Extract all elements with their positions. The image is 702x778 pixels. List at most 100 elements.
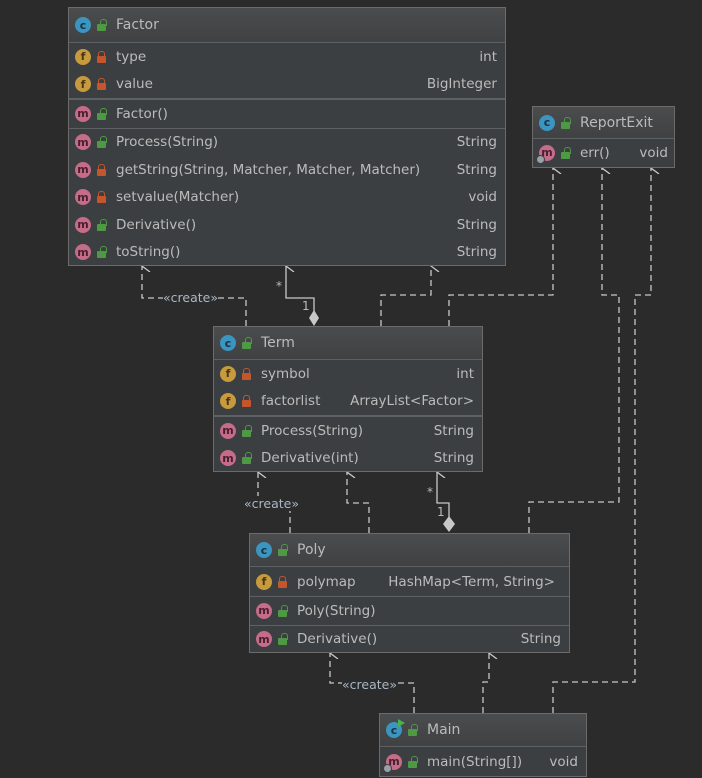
method-row[interactable]: m Process(String) String — [69, 129, 505, 157]
method-icon: m — [75, 216, 91, 233]
field-type: BigInteger — [426, 76, 497, 93]
class-header: c ReportExit — [533, 107, 674, 139]
method-row[interactable]: m Derivative(int) String — [214, 445, 482, 473]
edge-term-factor-dependency — [380, 266, 431, 326]
private-lock-icon — [242, 367, 251, 380]
private-lock-icon — [242, 395, 251, 408]
create-label-poly-term: «create» — [244, 496, 299, 511]
method-row[interactable]: m getString(String, Matcher, Matcher, Ma… — [69, 156, 505, 184]
method-return-type: String — [433, 422, 474, 439]
method-row[interactable]: m err() void — [533, 139, 674, 167]
class-icon: c — [256, 542, 272, 558]
class-name: Main — [427, 722, 461, 738]
field-icon: f — [220, 393, 236, 410]
public-lock-icon — [97, 246, 107, 259]
constructors-section: m Factor() — [69, 100, 505, 129]
method-return-type: void — [468, 189, 497, 206]
method-row[interactable]: m main(String[]) void — [380, 747, 586, 776]
methods-section: m err() void — [533, 139, 674, 167]
multiplicity-many-term: * — [427, 485, 433, 499]
field-row[interactable]: f value BigInteger — [69, 71, 505, 99]
method-row[interactable]: m Process(String) String — [214, 417, 482, 445]
class-icon: c — [220, 335, 236, 351]
field-name: value — [116, 76, 153, 93]
public-lock-icon — [242, 337, 252, 349]
method-return-type: void — [549, 753, 578, 770]
field-type: int — [479, 48, 497, 65]
method-name: err() — [580, 144, 610, 161]
private-lock-icon — [97, 78, 106, 91]
method-name: Derivative() — [116, 216, 197, 233]
class-term[interactable]: c Term f symbol int f factorlist ArrayLi… — [213, 326, 483, 472]
method-return-type: String — [456, 161, 497, 178]
method-icon: m — [75, 244, 91, 261]
method-icon-glyph: m — [388, 755, 400, 768]
method-return-type: String — [433, 450, 474, 467]
static-gear-icon — [383, 763, 392, 773]
edge-term-reportexit — [448, 168, 553, 326]
private-lock-icon — [97, 191, 106, 204]
public-lock-icon — [97, 136, 107, 149]
method-return-type: String — [520, 631, 561, 648]
private-lock-icon — [97, 50, 106, 63]
class-factor[interactable]: c Factor f type int f value BigInteger m… — [68, 7, 506, 266]
public-lock-icon — [278, 544, 288, 556]
method-name: Poly(String) — [297, 602, 376, 619]
edge-poly-reportexit — [528, 168, 620, 533]
method-icon: m — [256, 602, 272, 619]
field-name: polymap — [297, 573, 356, 590]
class-poly[interactable]: c Poly f polymap HashMap<Term, String> m… — [249, 533, 570, 653]
field-row[interactable]: f type int — [69, 43, 505, 71]
method-icon: m — [75, 105, 91, 122]
method-icon: m — [75, 134, 91, 151]
class-main[interactable]: c Main m main(String[]) void — [379, 713, 587, 777]
constructor-row[interactable]: m Factor() — [69, 100, 505, 128]
fields-section: f polymap HashMap<Term, String> — [250, 567, 569, 597]
class-icon: c — [539, 114, 555, 131]
field-name: symbol — [261, 365, 310, 382]
fields-section: f symbol int f factorlist ArrayList<Fact… — [214, 360, 482, 417]
method-return-type: String — [456, 134, 497, 151]
class-header: c Poly — [250, 534, 569, 567]
field-name: type — [116, 48, 147, 65]
field-type: ArrayList<Factor> — [350, 393, 474, 410]
method-return-type: String — [456, 216, 497, 233]
public-lock-icon — [408, 755, 418, 768]
method-name: Process(String) — [261, 422, 364, 439]
method-name: Factor() — [116, 105, 168, 122]
run-play-icon — [398, 719, 405, 727]
constructor-row[interactable]: m Poly(String) — [250, 597, 569, 625]
method-row[interactable]: m setvalue(Matcher) void — [69, 184, 505, 212]
method-name: toString() — [116, 244, 181, 261]
edge-main-reportexit — [552, 168, 651, 713]
edge-poly-term-composition — [437, 472, 450, 518]
field-row[interactable]: f factorlist ArrayList<Factor> — [214, 388, 482, 416]
class-reportexit[interactable]: c ReportExit m err() void — [532, 106, 675, 168]
class-name: Term — [261, 335, 295, 351]
method-row[interactable]: m toString() String — [69, 239, 505, 267]
edge-term-factor-composition — [286, 266, 315, 312]
methods-section: m Process(String) String m getString(Str… — [69, 129, 505, 267]
method-row[interactable]: m Derivative() String — [250, 626, 569, 654]
method-icon-glyph: m — [541, 146, 553, 160]
static-gear-icon — [536, 154, 545, 164]
field-row[interactable]: f polymap HashMap<Term, String> — [250, 567, 569, 596]
field-icon: f — [75, 76, 91, 93]
field-type: HashMap<Term, String> — [388, 573, 555, 590]
multiplicity-many-factor: * — [276, 279, 282, 293]
field-row[interactable]: f symbol int — [214, 360, 482, 388]
class-header: c Term — [214, 327, 482, 360]
public-lock-icon — [278, 604, 288, 617]
private-lock-icon — [278, 575, 287, 588]
edge-main-poly-dependency — [482, 653, 489, 713]
field-type: int — [456, 365, 474, 382]
class-name: Poly — [297, 542, 326, 558]
method-row[interactable]: m Derivative() String — [69, 211, 505, 239]
method-name: setvalue(Matcher) — [116, 189, 240, 206]
method-return-type: String — [456, 244, 497, 261]
methods-section: m main(String[]) void — [380, 747, 586, 776]
public-lock-icon — [408, 724, 418, 736]
class-header: c Main — [380, 714, 586, 747]
method-return-type: void — [639, 144, 668, 161]
method-name: getString(String, Matcher, Matcher, Matc… — [116, 161, 421, 178]
